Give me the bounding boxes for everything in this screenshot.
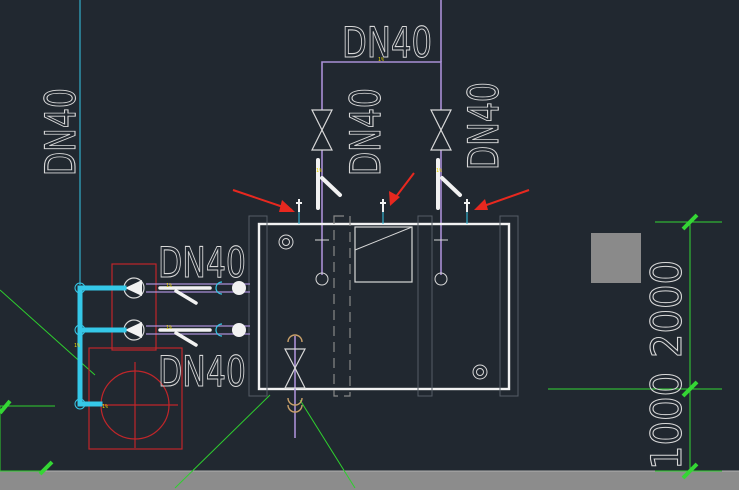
drain-pipe xyxy=(287,334,303,438)
vent-cap-2 xyxy=(380,199,386,224)
slope-tag-left-h1: 1% xyxy=(166,283,172,289)
pipe-label-mid-vertical-a: DN40 xyxy=(341,88,390,176)
gate-valve-right xyxy=(430,109,452,151)
pump-cyan-joints xyxy=(74,282,86,410)
slope-tag-left-h2: 1% xyxy=(166,325,172,331)
pump-pipe-ends xyxy=(215,281,246,337)
red-arrow-right xyxy=(474,189,530,210)
water-tank xyxy=(248,215,519,397)
pump-flex-joints xyxy=(158,286,212,347)
gate-valve-left xyxy=(311,109,333,151)
flex-joint-left xyxy=(316,158,342,210)
dimension-1000: 1000 xyxy=(642,372,691,470)
ground-strip xyxy=(0,471,739,490)
grey-equipment-block xyxy=(591,233,641,283)
pipe-label-left-lower: DN40 xyxy=(158,347,246,396)
slope-tag-valve-b: 1% xyxy=(436,168,442,174)
top-pipe-loop xyxy=(321,0,442,275)
slope-tag-valve-a: 1% xyxy=(316,168,322,174)
slope-tag-left-vert: 1% xyxy=(74,343,80,349)
drain-gate-valve xyxy=(284,348,306,389)
slope-tag-top: 1% xyxy=(378,57,384,63)
dimension-2000: 2000 xyxy=(642,260,691,358)
red-arrow-middle xyxy=(389,172,415,206)
vent-cap-1 xyxy=(296,199,302,224)
dimension-lines xyxy=(0,213,722,480)
pipe-label-left-upper: DN40 xyxy=(158,238,246,287)
flex-joint-right xyxy=(436,158,462,210)
pipe-label-top: DN40 xyxy=(342,18,432,67)
pump-to-tank-lines xyxy=(146,283,250,335)
vent-cap-3 xyxy=(464,199,470,224)
pipe-label-left-vertical: DN40 xyxy=(36,88,85,176)
pump-cyan-piping xyxy=(77,285,127,407)
slope-tag-bottom-left: 1% xyxy=(102,404,108,410)
pipe-label-mid-vertical-b: DN40 xyxy=(459,82,508,170)
red-arrow-left xyxy=(232,189,295,212)
pump-impellers xyxy=(123,277,145,341)
